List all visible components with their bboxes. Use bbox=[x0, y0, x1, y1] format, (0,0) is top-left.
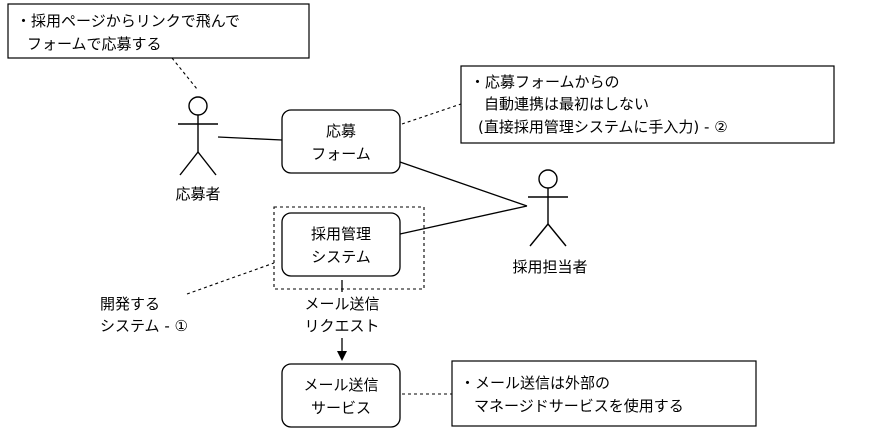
form-note: ・応募フォームからの 自動連携は最初はしない (直接採用管理システムに手入力) … bbox=[460, 65, 835, 144]
dev-system-connector bbox=[186, 262, 275, 295]
form-recruiter-connector bbox=[399, 161, 528, 207]
dev-system-label-line-2: システム - ① bbox=[100, 317, 188, 335]
form-note-connector bbox=[401, 103, 462, 125]
mail-request-label-bg bbox=[288, 292, 396, 338]
applicant-form-connector bbox=[217, 136, 283, 141]
mail-service-label-line-1: メール送信 bbox=[303, 376, 378, 394]
mail-note: ・メール送信は外部の マネージドサービスを使用する bbox=[451, 360, 757, 427]
mail-note-line-2: マネージドサービスを使用する bbox=[474, 397, 684, 415]
dev-system-boundary bbox=[273, 206, 425, 290]
ats-box bbox=[281, 212, 401, 277]
recruiter-stick-figure-icon bbox=[528, 169, 568, 247]
recruiter-actor: 採用担当者 bbox=[512, 169, 588, 276]
mail-request-label: メール送信 リクエスト bbox=[288, 292, 396, 338]
mail-service-label-line-2: サービス bbox=[311, 399, 371, 417]
apply-note-line-2: フォームで応募する bbox=[27, 35, 162, 53]
form-note-line-2: 自動連携は最初はしない bbox=[484, 95, 649, 113]
form-note-box bbox=[460, 65, 835, 144]
mail-request-label-line-1: メール送信 bbox=[304, 295, 379, 313]
recruiter-label: 採用担当者 bbox=[512, 258, 587, 276]
form-box bbox=[281, 109, 401, 174]
dev-system-label: 開発する システム - ① bbox=[100, 295, 188, 335]
apply-note-line-1: ・採用ページからリンクで飛んで bbox=[16, 12, 240, 30]
mail-service-box bbox=[281, 363, 401, 428]
ats-label-line-2: システム bbox=[311, 248, 371, 266]
mail-service-component: メール送信 サービス bbox=[281, 363, 401, 428]
applicant-stick-figure-icon bbox=[178, 96, 218, 176]
ats-component: 採用管理 システム bbox=[281, 212, 401, 277]
ats-recruiter-connector bbox=[399, 205, 528, 235]
form-label-line-1: 応募 bbox=[326, 122, 356, 140]
mail-request-label-line-2: リクエスト bbox=[304, 317, 379, 335]
form-note-line-3: (直接採用管理システムに手入力) - ② bbox=[478, 118, 728, 136]
mail-note-line-1: ・メール送信は外部の bbox=[460, 374, 610, 392]
form-component: 応募 フォーム bbox=[281, 109, 401, 174]
apply-note-box bbox=[7, 3, 310, 59]
form-note-line-1: ・応募フォームからの bbox=[470, 73, 620, 91]
mail-note-box bbox=[451, 360, 757, 427]
form-label-line-2: フォーム bbox=[311, 145, 371, 163]
apply-note: ・採用ページからリンクで飛んで フォームで応募する bbox=[7, 3, 310, 59]
ats-label-line-1: 採用管理 bbox=[311, 225, 371, 243]
applicant-actor: 応募者 bbox=[175, 96, 221, 203]
apply-note-connector bbox=[171, 57, 198, 90]
dev-system-label-line-1: 開発する bbox=[100, 295, 160, 313]
applicant-label: 応募者 bbox=[175, 185, 220, 203]
